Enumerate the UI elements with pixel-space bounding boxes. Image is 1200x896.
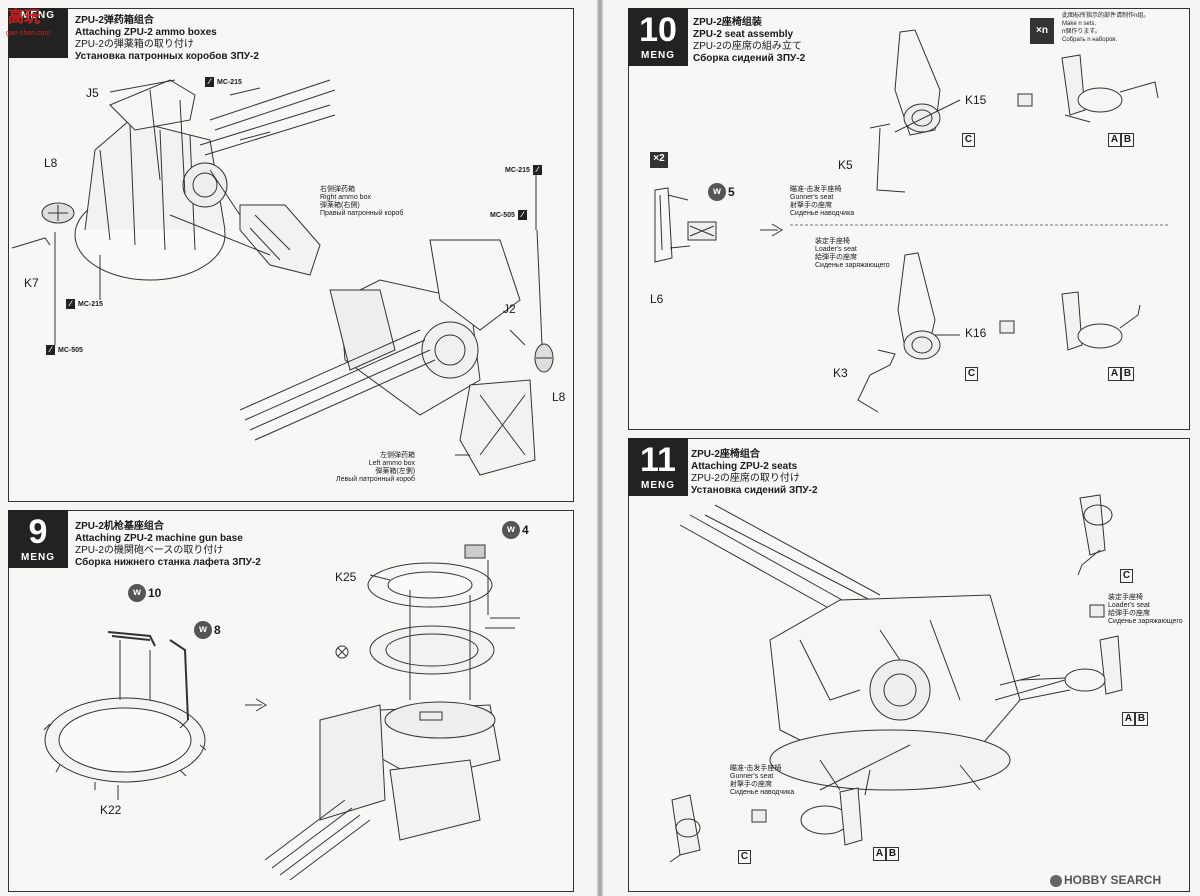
step8-illustration xyxy=(11,79,554,476)
brush-icon: ∕ xyxy=(205,77,214,87)
decal-w10-number: 10 xyxy=(148,586,162,600)
paint-mc505-bottom: ∕MC-505 xyxy=(46,345,83,355)
brush-icon: ∕ xyxy=(517,210,527,220)
gunner-seat-label: 瞄准-击发手座椅 Gunner's seat 射撃手の座席 Сиденье на… xyxy=(790,186,855,217)
part-label-l8-right: L8 xyxy=(552,390,566,404)
step10-title-ru: Сборка сидений ЗПУ-2 xyxy=(693,53,806,64)
color-callout-a: A xyxy=(1122,712,1135,726)
gunner-seat-label-step11: 瞄准-击发手座椅 Gunner's seat 射撃手の座席 Сиденье на… xyxy=(730,765,795,796)
color-callout-c: C xyxy=(965,367,978,381)
step8-header: ZPU-2弹药箱组合 Attaching ZPU-2 ammo boxes ZP… xyxy=(75,15,259,63)
watermark-url: gao-shan.com xyxy=(6,30,51,37)
step10-brand: MENG xyxy=(628,50,688,62)
step9-title-ja: ZPU-2の機関砲ベースの取り付け xyxy=(75,545,224,556)
color-callout-c: C xyxy=(738,850,751,864)
step11-title-zh: ZPU-2座椅组合 xyxy=(691,449,760,460)
step8-title-en: Attaching ZPU-2 ammo boxes xyxy=(75,27,217,38)
loader-seat-label: 装定手座椅 Loader's seat 給弾手の座席 Сиденье заряж… xyxy=(815,238,890,269)
step8-title-ja: ZPU-2の弾薬箱の取り付け xyxy=(75,39,194,50)
step11-brand: MENG xyxy=(628,480,688,492)
color-callout-a: A xyxy=(1108,133,1121,147)
step8-brand: MENG xyxy=(8,10,68,22)
paint-mc215-bottom: ∕MC-215 xyxy=(66,299,103,309)
decal-w4-number: 4 xyxy=(522,523,529,537)
step10-panel: 10 MENG ZPU-2座椅组装 ZPU-2 seat assembly ZP… xyxy=(628,8,1190,430)
step10-title-ja: ZPU-2の座席の組み立て xyxy=(693,41,802,52)
step11-title-en: Attaching ZPU-2 seats xyxy=(691,461,798,472)
step9-illustration xyxy=(43,544,520,881)
loader-seat-label-step11: 装定手座椅 Loader's seat 給弾手の座席 Сиденье заряж… xyxy=(1108,594,1183,625)
paint-mc215-top: ∕MC-215 xyxy=(205,77,242,87)
hobby-search-logo-icon xyxy=(1050,874,1062,887)
part-label-j5: J5 xyxy=(86,86,99,100)
watermark-hobby-search: HOBBY SEARCH xyxy=(1050,872,1161,888)
step11-number: 11 xyxy=(640,441,676,479)
part-label-j2: J2 xyxy=(503,302,516,316)
step8-title-ru: Установка патронных коробов ЗПУ-2 xyxy=(75,51,259,62)
decal-w-icon: w xyxy=(708,183,726,201)
step9-title-zh: ZPU-2机枪基座组合 xyxy=(75,521,164,532)
decal-w-icon: w xyxy=(128,584,146,602)
step9-header: ZPU-2机枪基座组合 Attaching ZPU-2 machine gun … xyxy=(75,521,261,569)
step11-header: ZPU-2座椅组合 Attaching ZPU-2 seats ZPU-2の座席… xyxy=(691,449,818,497)
step9-number: 9 xyxy=(28,513,48,551)
page-gutter xyxy=(597,0,603,896)
part-label-l6: L6 xyxy=(650,292,664,306)
part-label-k25: K25 xyxy=(335,570,357,584)
decal-w-icon: w xyxy=(194,621,212,639)
part-label-k15: K15 xyxy=(965,93,987,107)
make-n-sets-note: 此图标所指示的部件请制作n组。 Make n sets. n個作ります。 Соб… xyxy=(1062,13,1150,43)
step10-header: ZPU-2座椅组装 ZPU-2 seat assembly ZPU-2の座席の組… xyxy=(693,17,805,65)
step10-title-en: ZPU-2 seat assembly xyxy=(693,29,794,40)
color-callout-b: B xyxy=(886,847,899,861)
decal-w8-number: 8 xyxy=(214,623,221,637)
decal-w5-number: 5 xyxy=(728,185,735,199)
step11-title-ru: Установка сидений ЗПУ-2 xyxy=(691,485,818,496)
paint-mc215-right: MC-215∕ xyxy=(505,165,545,175)
make-n-sets-icon: ×n xyxy=(1030,18,1054,44)
color-callout-c: C xyxy=(1120,569,1133,583)
brush-icon: ∕ xyxy=(66,299,75,309)
step9-badge: 9 MENG xyxy=(8,510,68,568)
step8-badge: MENG xyxy=(8,8,68,58)
step9-brand: MENG xyxy=(8,552,68,564)
step8-title-zh: ZPU-2弹药箱组合 xyxy=(75,15,154,26)
color-callout-a: A xyxy=(873,847,886,861)
part-label-k22: K22 xyxy=(100,803,122,817)
paint-mc505-right: MC-505∕ xyxy=(490,210,530,220)
watermark-logo: 高玩 xyxy=(8,9,41,26)
step10-number: 10 xyxy=(639,11,677,49)
color-callout-b: B xyxy=(1121,133,1134,147)
step9-title-en: Attaching ZPU-2 machine gun base xyxy=(75,533,243,544)
decal-w-icon: w xyxy=(502,521,520,539)
step10-title-zh: ZPU-2座椅组装 xyxy=(693,17,762,28)
part-label-l8-left: L8 xyxy=(44,156,58,170)
times-two-badge: ×2 xyxy=(650,152,668,168)
color-callout-c: C xyxy=(962,133,975,147)
color-callout-b: B xyxy=(1135,712,1148,726)
part-label-k5: K5 xyxy=(838,158,853,172)
step11-title-ja: ZPU-2の座席の取り付け xyxy=(691,473,800,484)
brush-icon: ∕ xyxy=(46,345,55,355)
step11-badge: 11 MENG xyxy=(628,438,688,496)
part-label-k7: K7 xyxy=(24,276,39,290)
color-callout-a: A xyxy=(1108,367,1121,381)
left-ammo-box-label: 左侧弹药箱 Left ammo box 弾薬箱(左側) Левый патрон… xyxy=(336,452,416,483)
part-label-k16: K16 xyxy=(965,326,987,340)
color-callout-b: B xyxy=(1121,367,1134,381)
step10-badge: 10 MENG xyxy=(628,8,688,66)
right-ammo-box-label: 右侧弹药箱 Right ammo box 弾薬箱(右側) Правый патр… xyxy=(320,186,404,217)
step9-title-ru: Сборка нижнего станка лафета ЗПУ-2 xyxy=(75,557,261,568)
brush-icon: ∕ xyxy=(532,165,542,175)
part-label-k3: K3 xyxy=(833,366,848,380)
